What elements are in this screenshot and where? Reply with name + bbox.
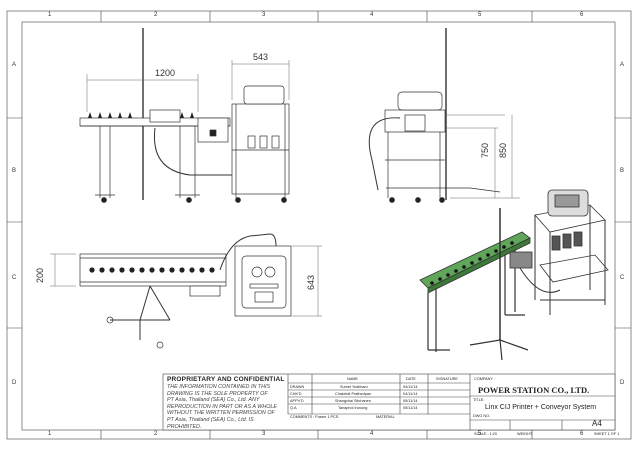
zone-row-b-right: B [620, 168, 625, 174]
row-role-qa: Q.A [290, 406, 297, 410]
zone-row-c-left: C [12, 275, 17, 281]
zone-col-2-top: 2 [154, 12, 158, 18]
row-date-approved: 05/11/14 [403, 399, 418, 403]
weight: WEIGHT: [517, 432, 533, 436]
zone-col-1-bottom: 1 [48, 431, 52, 437]
outer-border [6, 10, 632, 440]
drawing-title: Linx CIJ Printer + Conveyor System [485, 404, 597, 411]
header-name: NAME [347, 377, 358, 381]
side-view [368, 28, 520, 203]
zone-col-2-bottom: 2 [154, 431, 158, 437]
zone-col-3-bottom: 3 [262, 431, 266, 437]
row-date-drawn: 04/11/14 [403, 385, 418, 389]
row-role-approved: APPV'D [290, 399, 304, 403]
header-date: DATE [406, 377, 416, 381]
row-date-qa: 05/11/14 [403, 406, 418, 410]
zone-col-3-top: 3 [262, 12, 266, 18]
dim-printer-depth: 643 [306, 274, 316, 290]
proprietary-line: DRAWING IS THE SOLE PROPERTY OF [167, 390, 268, 397]
zone-row-b-left: B [12, 168, 17, 174]
title-block-lines [162, 373, 616, 431]
zone-row-d-left: D [12, 380, 17, 386]
proprietary-line: WITHOUT THE WRITTEN PERMISSION OF [167, 410, 275, 417]
top-view [50, 233, 322, 349]
inner-border [21, 21, 616, 431]
zone-row-d-right: D [620, 380, 625, 386]
sheet-number: SHEET 1 OF 1 [594, 432, 620, 436]
title-label: TITLE: [473, 398, 485, 402]
zone-col-4-bottom: 4 [370, 431, 374, 437]
company-name: POWER STATION CO., LTD. [478, 385, 590, 395]
proprietary-line: REPRODUCTION IN PART OR AS A WHOLE [167, 403, 278, 410]
isometric-view [419, 189, 609, 361]
row-role-drawn: DRAWN [290, 385, 305, 389]
zone-col-5-bottom: 5 [478, 431, 482, 437]
zone-col-1-top: 1 [48, 12, 52, 18]
row-name-qa: Tanaphol Irunung [338, 406, 368, 410]
proprietary-line: THE INFORMATION CONTAINED IN THIS [167, 384, 271, 390]
row-name-checked: Chakrhat Prathedpan [335, 392, 372, 396]
proprietary-heading: PROPRIETARY AND CONFIDENTIAL [167, 376, 285, 383]
proprietary-line: PROHIBITED. [167, 423, 202, 430]
sheet-size: A4 [592, 419, 602, 428]
zone-col-4-top: 4 [370, 12, 374, 18]
dim-conveyor-length: 1200 [155, 68, 176, 78]
dim-conveyor-width: 200 [35, 267, 45, 283]
zone-row-a-left: A [12, 62, 17, 68]
dim-height-850: 850 [498, 142, 508, 158]
dim-height-750: 750 [480, 142, 490, 158]
comments: COMMENTS : Frame 1 PCS. [290, 415, 340, 419]
scale: SCALE : 1:20 [474, 432, 498, 436]
dim-printer-width: 543 [253, 52, 269, 62]
proprietary-line: PT Asia, Thailand (SEA) Co., Ltd. IS [167, 416, 254, 423]
zone-col-6-top: 6 [580, 12, 584, 18]
proprietary-line: PT Asia, Thailand (SEA) Co., Ltd. ANY [167, 397, 260, 404]
header-signature: SIGNATURE [436, 377, 458, 381]
front-view [79, 28, 290, 203]
row-name-drawn: Sumet Yodkham [340, 385, 368, 389]
company-label: COMPANY : [474, 377, 495, 381]
row-date-checked: 04/11/14 [403, 392, 418, 396]
zone-col-5-top: 5 [478, 12, 482, 18]
material-label: MATERIAL [376, 415, 395, 419]
proprietary-notice: THE INFORMATION CONTAINED IN THIS DRAWIN… [167, 384, 282, 430]
row-name-approved: Shangchai Sitchanen [335, 399, 371, 403]
drawing-number-label: DWG NO. [473, 414, 491, 418]
zone-col-6-bottom: 6 [580, 431, 584, 437]
zone-row-a-right: A [620, 62, 625, 68]
row-role-checked: CHK'D [290, 392, 302, 396]
zone-row-c-right: C [620, 275, 625, 281]
